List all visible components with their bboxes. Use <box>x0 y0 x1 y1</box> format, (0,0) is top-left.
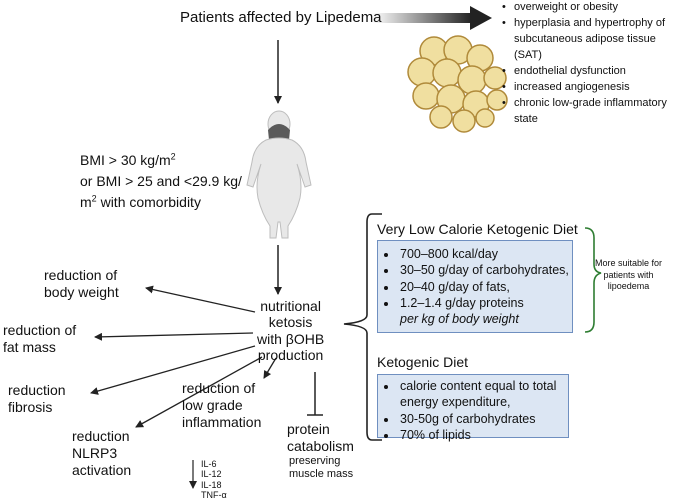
vlckd-box: 700–800 kcal/day 30–50 g/day of carbohyd… <box>377 240 573 333</box>
bmi-line-1: BMI > 30 kg/m <box>80 152 171 168</box>
outcome-line: protein <box>287 421 330 437</box>
vlckd-item-text: 1.2–1.4 g/day proteins <box>400 295 524 310</box>
arrow-to-body-weight <box>145 285 256 313</box>
note-line: patients with <box>603 269 654 280</box>
cytokine: IL-6 <box>201 459 217 469</box>
suitability-brace <box>584 227 602 333</box>
cytokine: IL-12 <box>201 469 222 480</box>
vlckd-item: 20–40 g/day of fats, <box>398 279 572 295</box>
outcome-fat-mass: reduction of fat mass <box>3 322 76 356</box>
bmi-superscript: 2 <box>170 151 176 162</box>
feature-item: chronic low-grade inflammatory state <box>502 96 674 128</box>
center-line: nutritional <box>260 298 321 314</box>
inhibition-to-protein-catabolism <box>307 372 323 416</box>
center-line: ketosis <box>268 314 313 331</box>
outcome-line: fat mass <box>3 339 56 356</box>
kd-item: 30-50g of carbohydrates <box>398 411 568 427</box>
patient-silhouette-icon <box>246 110 312 239</box>
cytokine: IL-18 <box>201 479 222 490</box>
outcome-line: activation <box>72 462 132 479</box>
bmi-line-3: with comorbidity <box>96 194 201 210</box>
outcome-line: preserving <box>289 455 341 467</box>
title: Patients affected by Lipedema <box>180 9 382 26</box>
note-line: lipoedema <box>607 281 650 292</box>
diet-brace <box>343 213 382 441</box>
feature-item: overweight or obesity <box>502 0 674 16</box>
nutritional-ketosis-label: nutritional ketosis with βOHB production <box>257 298 324 364</box>
feature-item: increased angiogenesis <box>502 80 674 96</box>
kd-item: calorie content equal to total energy ex… <box>398 378 568 411</box>
vlckd-title: Very Low Calorie Ketogenic Diet <box>377 221 578 237</box>
outcome-inflammation: reduction of low grade inflammation <box>182 380 261 431</box>
outcome-body-weight: reduction of body weight <box>44 267 119 301</box>
outcome-line: fibrosis <box>8 399 53 416</box>
outcome-line: inflammation <box>182 414 262 431</box>
outcome-line: reduction <box>72 428 130 444</box>
outcome-nlrp3: reduction NLRP3 activation <box>72 428 131 479</box>
vlckd-item: 700–800 kcal/day <box>398 246 572 262</box>
outcome-line: reduction of <box>44 267 118 283</box>
kd-title: Ketogenic Diet <box>377 354 469 370</box>
arrow-to-fibrosis <box>90 345 256 395</box>
outcome-line: reduction <box>8 382 66 398</box>
outcome-line: muscle mass <box>289 468 354 481</box>
outcome-line: low grade <box>182 397 243 414</box>
outcome-line: catabolism <box>287 438 354 455</box>
center-line: production <box>257 347 324 364</box>
bmi-criteria: BMI > 30 kg/m2 or BMI > 25 and <29.9 kg/… <box>80 150 242 213</box>
vlckd-item: 30–50 g/day of carbohydrates, <box>398 262 572 278</box>
feature-item: hyperplasia and hypertrophy of subcutane… <box>502 16 674 64</box>
arrow-to-nlrp3 <box>135 356 263 428</box>
kd-box: calorie content equal to total energy ex… <box>377 374 569 442</box>
outcome-muscle: preserving muscle mass <box>289 455 353 481</box>
outcome-line: NLRP3 <box>72 445 118 462</box>
outcome-line: reduction of <box>182 380 256 396</box>
outcome-fibrosis: reduction fibrosis <box>8 382 66 416</box>
bmi-line-2: or BMI > 25 and <29.9 kg/ <box>80 173 242 189</box>
kd-item: 70% of lipids <box>398 427 568 443</box>
outcome-line: body weight <box>44 284 119 301</box>
bmi-superscript-2: 2 <box>91 193 97 204</box>
note-line: More suitable for <box>595 258 663 268</box>
bmi-unit: m <box>80 194 92 210</box>
lipedema-features: overweight or obesity hyperplasia and hy… <box>502 0 674 128</box>
adipose-cluster-icon <box>407 35 508 133</box>
cytokine-list: IL-6 IL-12 IL-18 TNF-α <box>201 459 227 500</box>
vlckd-item-text: per kg of body weight <box>400 312 519 326</box>
arrow-to-inflammation <box>263 357 277 379</box>
center-line: with βOHB <box>257 330 325 347</box>
vlckd-item: 1.2–1.4 g/day proteins per kg of body wei… <box>398 295 572 328</box>
outcome-protein-catabolism: protein catabolism <box>287 421 354 455</box>
cytokine: TNF-α <box>201 490 227 500</box>
outcome-line: reduction of <box>3 322 77 338</box>
large-arrow <box>372 6 492 30</box>
feature-item: endothelial dysfunction <box>502 64 674 80</box>
arrow-to-fat-mass <box>94 332 254 341</box>
suitability-note: More suitable for patients with lipoedem… <box>595 258 662 293</box>
